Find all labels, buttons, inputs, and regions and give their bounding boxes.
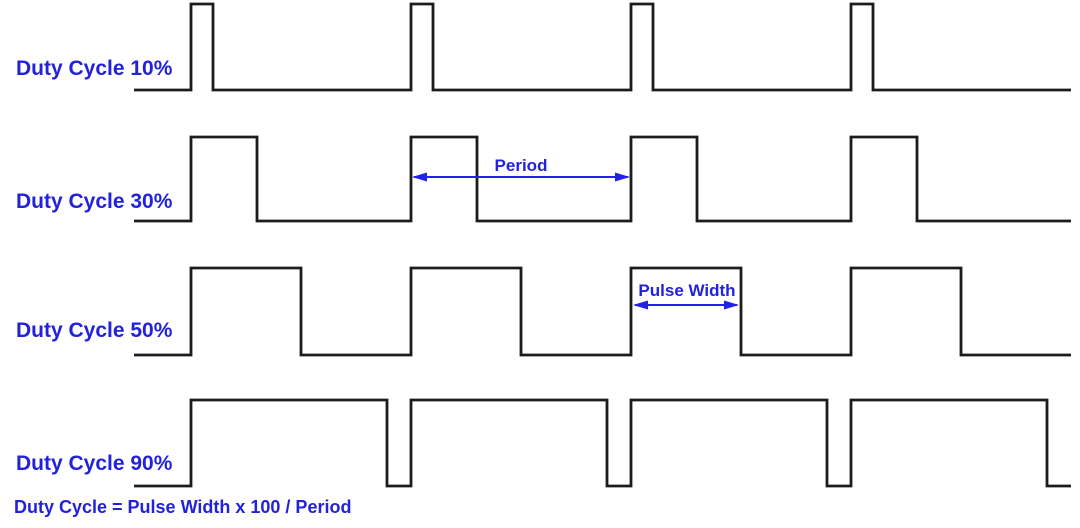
duty-cycle-formula: Duty Cycle = Pulse Width x 100 / Period [14, 497, 352, 517]
duty-cycle-50-label: Duty Cycle 50% [16, 319, 173, 342]
pulse-width-label: Pulse Width [638, 281, 736, 300]
period-label: Period [494, 156, 548, 175]
duty-cycle-90-label: Duty Cycle 90% [16, 452, 173, 475]
period-arrow [412, 172, 630, 182]
waveform-10-percent [134, 2, 1071, 92]
waveform-90-percent [134, 398, 1071, 488]
waveform-50-percent [134, 266, 1071, 357]
waveform-30-percent [134, 135, 1071, 223]
duty-cycle-10-label: Duty Cycle 10% [16, 57, 173, 80]
duty-cycle-30-label: Duty Cycle 30% [16, 190, 173, 213]
pulse-width-arrow [633, 300, 739, 310]
